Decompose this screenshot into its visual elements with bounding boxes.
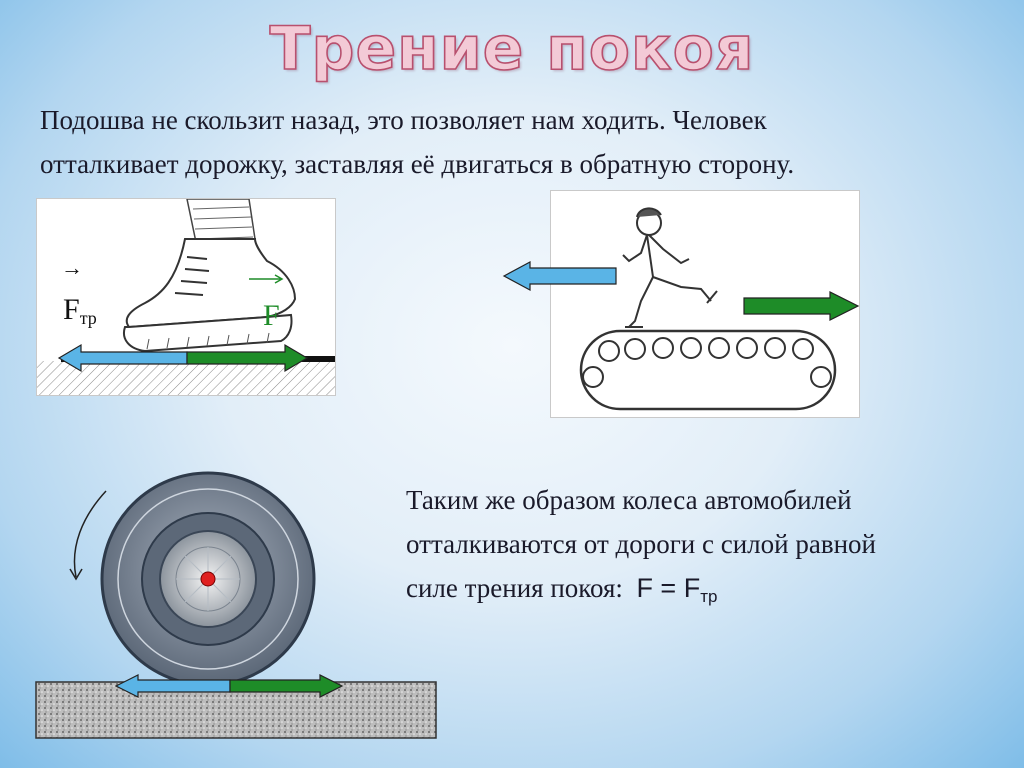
shoe-laces [174, 256, 210, 296]
formula-subscript: тр [700, 587, 718, 606]
treadmill-illustration [550, 190, 860, 418]
wheel-axle [200, 571, 216, 587]
treadmill-rollers [582, 337, 832, 388]
wheel-line-1: Таким же образом колеса автомобилей [406, 485, 852, 515]
wheel-force-arrow [229, 674, 344, 698]
shoe-illustration: → Fтр F [36, 198, 336, 396]
force-arrow [186, 343, 309, 373]
wheel-line-3-prefix: силе трения покоя: [406, 573, 623, 603]
intro-line-2: отталкивает дорожку, заставляя её двигат… [40, 149, 795, 179]
wheel-illustration [35, 471, 437, 739]
wheel-paragraph: Таким же образом колеса автомобилей отта… [406, 478, 1006, 619]
friction-vector-symbol: → [61, 255, 83, 280]
wheel [100, 471, 316, 687]
friction-label-subscript: тр [79, 308, 97, 328]
rotation-arrow [73, 490, 107, 578]
runner-figure [622, 207, 718, 328]
friction-force-label: Fтр [63, 293, 97, 329]
wheel-line-2: отталкиваются от дороги с силой равной [406, 529, 876, 559]
force-label: F [263, 299, 280, 332]
formula-main: F = F [636, 573, 701, 603]
friction-formula: F = Fтр [636, 573, 718, 606]
shoe-upper [125, 238, 297, 329]
slide-title: Трение покоя [269, 13, 755, 85]
intro-line-1: Подошва не скользит назад, это позволяет… [40, 105, 767, 135]
wheel-line-3: силе трения покоя: F = Fтр [406, 566, 1006, 619]
treadmill-drawing [579, 207, 837, 411]
intro-paragraph: Подошва не скользит назад, это позволяет… [40, 98, 1000, 186]
shoe-sole [123, 313, 293, 353]
friction-label-main: F [63, 293, 80, 326]
shoe-drawing [37, 199, 335, 395]
